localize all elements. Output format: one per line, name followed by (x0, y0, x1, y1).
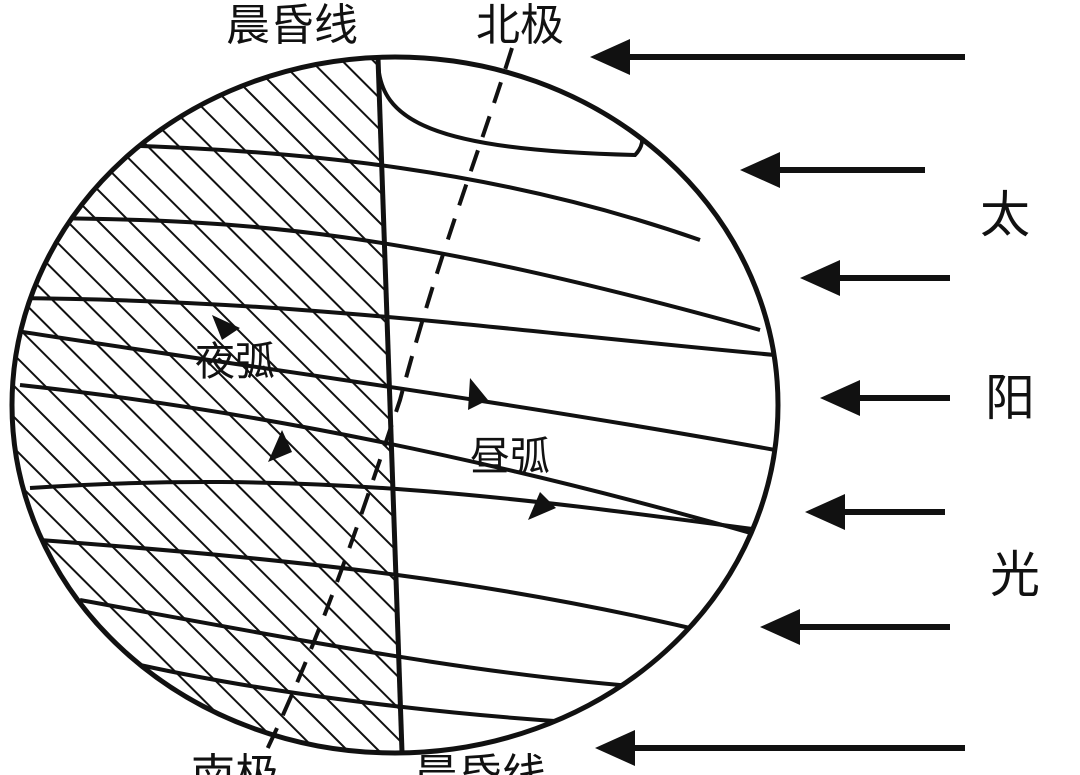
south-pole-label: 南极 (191, 750, 279, 775)
night-arc-arrow-lower (268, 430, 292, 462)
sunlight-arrow-head (820, 380, 860, 416)
arc-arrows (212, 315, 556, 520)
night-side-hatching (12, 58, 402, 752)
night-arc-arrow-upper (212, 315, 240, 340)
sunlight-char-3: 光 (990, 546, 1040, 604)
sunlight-arrow-head (760, 609, 800, 645)
terminator-label-top: 晨昏线 (226, 0, 358, 51)
sunlight-arrow-head (740, 152, 780, 188)
latitude-line (29, 480, 761, 532)
sunlight-arrow-head (595, 730, 635, 766)
earth-axis (260, 47, 514, 761)
day-arc-arrow-lower (528, 492, 556, 520)
sunlight-arrows (590, 39, 965, 766)
globe-outline (9, 54, 781, 756)
day-arc-label: 昼弧 (470, 434, 550, 480)
night-arc-label: 夜弧 (195, 339, 275, 385)
sunlight-arrow-head (805, 494, 845, 530)
latitude-line (376, 61, 645, 158)
latitude-line (12, 296, 776, 357)
latitude-line (39, 216, 761, 332)
latitude-line (12, 328, 776, 452)
north-pole-label: 北极 (476, 0, 564, 51)
latitude-line (109, 143, 701, 242)
latitude-line (19, 383, 776, 542)
terminator-label-bottom: 晨昏线 (414, 750, 546, 775)
sunlight-arrow-head (800, 260, 840, 296)
terminator-line (375, 57, 405, 753)
sunlight-char-1: 太 (980, 186, 1030, 244)
day-arc-arrow-upper (468, 378, 488, 410)
sunlight-arrow-head (590, 39, 630, 75)
sunlight-char-2: 阳 (985, 369, 1035, 427)
